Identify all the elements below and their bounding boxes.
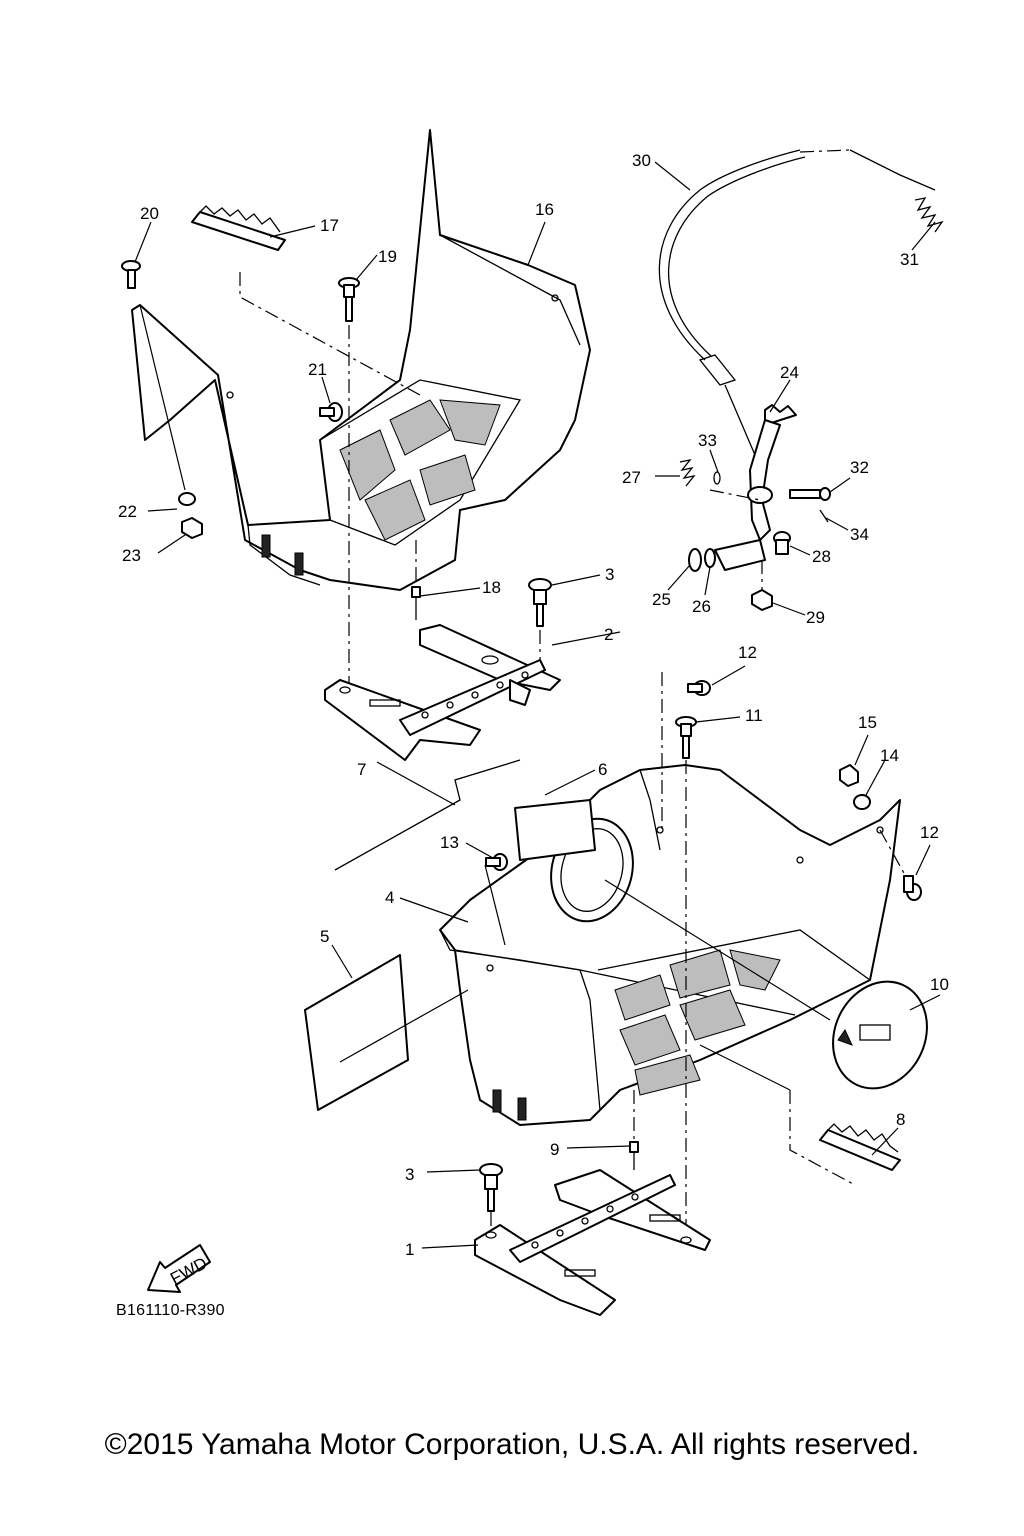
- callout-3-upper: 3: [605, 565, 614, 584]
- bracket-1: [474, 1169, 711, 1316]
- callout-24: 24: [780, 363, 799, 382]
- bolt-3-lower: [479, 1163, 503, 1235]
- callout-13: 13: [440, 833, 459, 852]
- callout-6: 6: [598, 760, 607, 779]
- callout-27: 27: [622, 468, 641, 487]
- callout-33: 33: [698, 431, 717, 450]
- collar-14: [853, 794, 871, 810]
- callout-3-lower: 3: [405, 1165, 414, 1184]
- bolt-12-top: [687, 680, 711, 696]
- collar-22: [178, 492, 196, 506]
- bolt-12-right: [879, 829, 922, 901]
- callout-5: 5: [320, 927, 329, 946]
- callout-17: 17: [320, 216, 339, 235]
- callout-30: 30: [632, 151, 651, 170]
- callout-11: 11: [745, 706, 763, 725]
- callout-numbers: 1 2 3 3 4 5 6 7 8 9 10 11 12 12 13 14 15…: [118, 151, 949, 1259]
- rivet-18: [411, 540, 421, 620]
- upper-footwell: [131, 129, 591, 591]
- bracket-2: [324, 624, 561, 761]
- bolt-19: [338, 277, 360, 700]
- brake-pedal-24: [724, 384, 797, 541]
- nut-15: [839, 764, 859, 787]
- callout-14: 14: [880, 746, 899, 765]
- callout-31: 31: [900, 250, 919, 269]
- callout-1: 1: [405, 1240, 414, 1259]
- callout-28: 28: [812, 547, 831, 566]
- callout-12-top: 12: [738, 643, 757, 662]
- callout-34: 34: [850, 525, 869, 544]
- spring-31: [914, 197, 944, 233]
- washer-26: [704, 548, 716, 568]
- diagram-code: B161110-R390: [116, 1302, 225, 1319]
- bolt-3-upper: [528, 578, 552, 680]
- cap-10: [832, 980, 928, 1090]
- footpeg-17: [191, 205, 421, 396]
- panel-6: [514, 799, 596, 861]
- bolt-28: [773, 531, 791, 555]
- callout-16: 16: [535, 200, 554, 219]
- callout-4: 4: [385, 888, 394, 907]
- shaft-assembly: [709, 489, 766, 571]
- spring-27: [679, 459, 696, 487]
- copyright-notice: ©2015 Yamaha Motor Corporation, U.S.A. A…: [104, 1428, 920, 1461]
- callout-20: 20: [140, 204, 159, 223]
- sheet-7: [334, 759, 521, 871]
- callout-8: 8: [896, 1110, 905, 1129]
- callout-25: 25: [652, 590, 671, 609]
- callout-29: 29: [806, 608, 825, 627]
- callout-18: 18: [482, 578, 501, 597]
- rivet-9: [629, 1090, 639, 1170]
- nut-23: [181, 517, 203, 539]
- panel-5: [304, 954, 469, 1111]
- bolt-20: [121, 260, 141, 289]
- bolt-21: [319, 402, 343, 422]
- callout-21: 21: [308, 360, 327, 379]
- leader-lines: [134, 161, 941, 1249]
- cable-30: [658, 149, 936, 386]
- fwd-arrow: FWD: [147, 1244, 211, 1293]
- callout-12-right: 12: [920, 823, 939, 842]
- callout-9: 9: [550, 1140, 559, 1159]
- callout-32: 32: [850, 458, 869, 477]
- nut-29: [751, 560, 773, 611]
- callout-19: 19: [378, 247, 397, 266]
- footpeg-8: [789, 1090, 901, 1186]
- pin-34: [819, 509, 829, 523]
- washer-25: [688, 548, 702, 572]
- clip-33: [713, 471, 721, 485]
- callout-26: 26: [692, 597, 711, 616]
- upper-footwell-grate: [339, 399, 501, 541]
- callout-15: 15: [858, 713, 877, 732]
- pin-32: [789, 487, 831, 501]
- callout-22: 22: [118, 502, 137, 521]
- callout-2: 2: [604, 625, 613, 644]
- callout-10: 10: [930, 975, 949, 994]
- callout-23: 23: [122, 546, 141, 565]
- lower-footwell-grate: [614, 949, 781, 1096]
- callout-7: 7: [357, 760, 366, 779]
- lower-footwell: [439, 764, 901, 1126]
